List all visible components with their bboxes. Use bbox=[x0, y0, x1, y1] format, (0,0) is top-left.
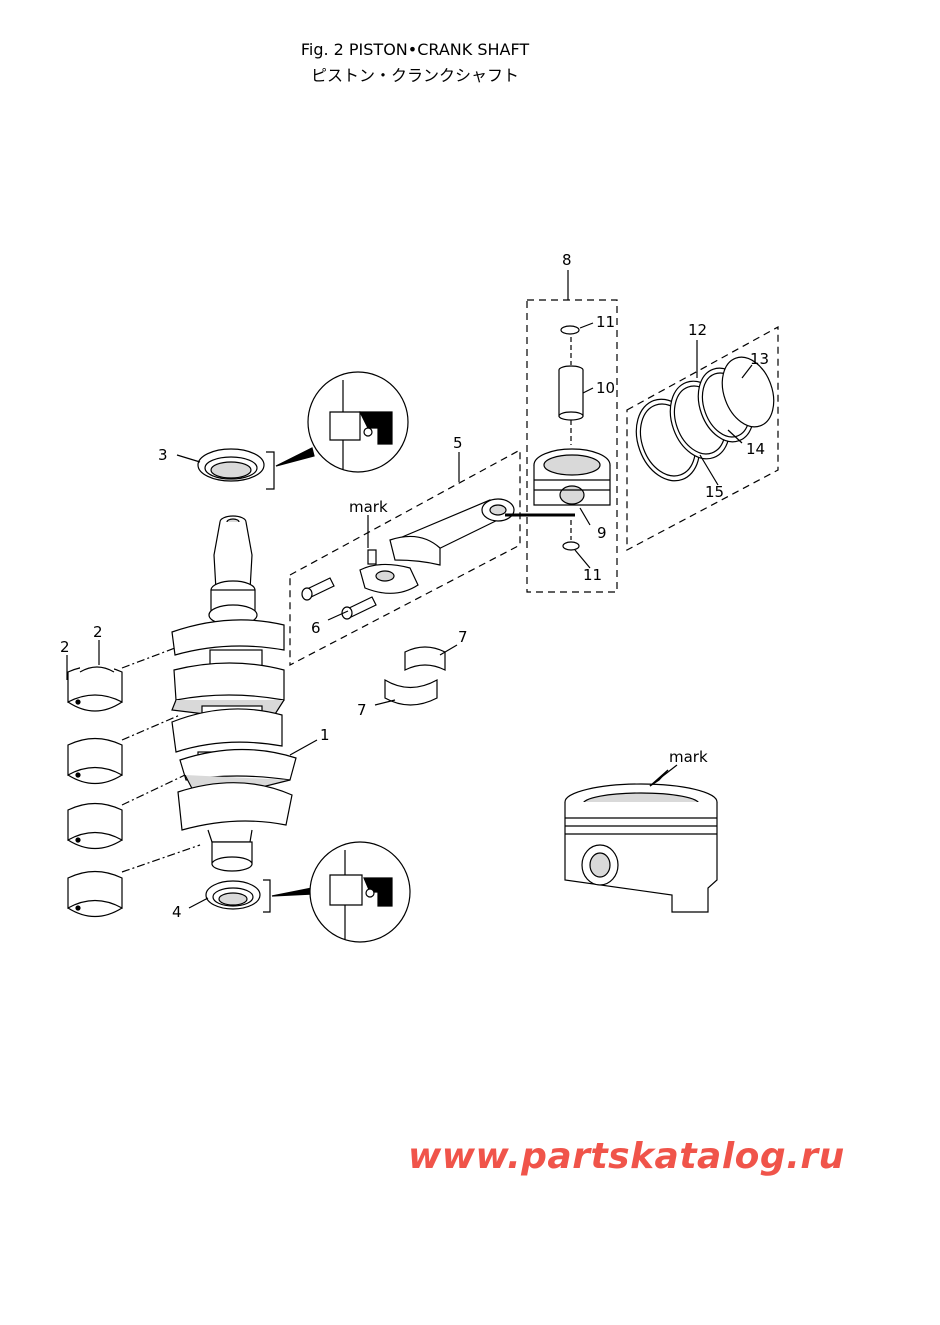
seal-detail-lower bbox=[309, 841, 411, 943]
main-bearing-2[interactable] bbox=[67, 870, 123, 918]
mark-label: mark bbox=[349, 498, 388, 516]
piston-assembly-frame bbox=[526, 299, 618, 593]
callout-11: 11 bbox=[596, 313, 615, 331]
callout-14: 14 bbox=[746, 440, 765, 458]
piston-mark-detail bbox=[564, 783, 718, 913]
callout-11: 11 bbox=[583, 566, 602, 584]
piston-ring-set[interactable] bbox=[625, 350, 782, 490]
watermark: www.partskatalog.ru bbox=[408, 1136, 845, 1177]
diagram-title: Fig. 2 PISTON•CRANK SHAFT bbox=[300, 40, 530, 59]
mark-label: mark bbox=[669, 748, 708, 766]
piston-pin-clip-lower[interactable] bbox=[562, 541, 580, 551]
rod-bearing-upper[interactable] bbox=[404, 646, 446, 671]
callout-3: 3 bbox=[158, 446, 168, 464]
connecting-rod-bolt[interactable] bbox=[341, 596, 377, 620]
diagram-title-japanese: ピストン・クランクシャフト bbox=[310, 66, 519, 85]
callout-5: 5 bbox=[453, 434, 463, 452]
callout-12: 12 bbox=[688, 321, 707, 339]
piston-ring-set-frame bbox=[626, 325, 779, 551]
piston-pin-clip-upper[interactable] bbox=[560, 325, 580, 335]
callout-13: 13 bbox=[750, 350, 769, 368]
piston-pin[interactable] bbox=[558, 365, 584, 421]
callout-1: 1 bbox=[320, 726, 330, 744]
oil-seal-upper[interactable] bbox=[197, 448, 265, 482]
piston[interactable] bbox=[533, 448, 611, 506]
rod-bearing-lower[interactable] bbox=[384, 678, 438, 706]
main-bearing-2[interactable] bbox=[67, 737, 123, 785]
seal-detail-upper bbox=[307, 371, 409, 473]
connecting-rod-frame bbox=[289, 448, 521, 666]
leader-lines bbox=[66, 270, 753, 909]
callout-9: 9 bbox=[597, 524, 607, 542]
main-bearing-2[interactable] bbox=[67, 802, 123, 850]
callout-2: 2 bbox=[93, 623, 103, 641]
callout-10: 10 bbox=[596, 379, 615, 397]
callout-2: 2 bbox=[60, 638, 70, 656]
connecting-rod-bolt[interactable] bbox=[301, 577, 335, 601]
callout-4: 4 bbox=[172, 903, 182, 921]
oil-seal-lower[interactable] bbox=[205, 880, 261, 910]
bearing-alignment-lines bbox=[121, 647, 201, 873]
callout-8: 8 bbox=[562, 251, 572, 269]
main-bearing-2[interactable] bbox=[67, 660, 123, 712]
callout-15: 15 bbox=[705, 483, 724, 501]
callout-7: 7 bbox=[458, 628, 468, 646]
crankshaft[interactable] bbox=[171, 515, 297, 872]
callout-6: 6 bbox=[311, 619, 321, 637]
callout-7: 7 bbox=[357, 701, 367, 719]
connecting-rod[interactable] bbox=[359, 498, 515, 594]
